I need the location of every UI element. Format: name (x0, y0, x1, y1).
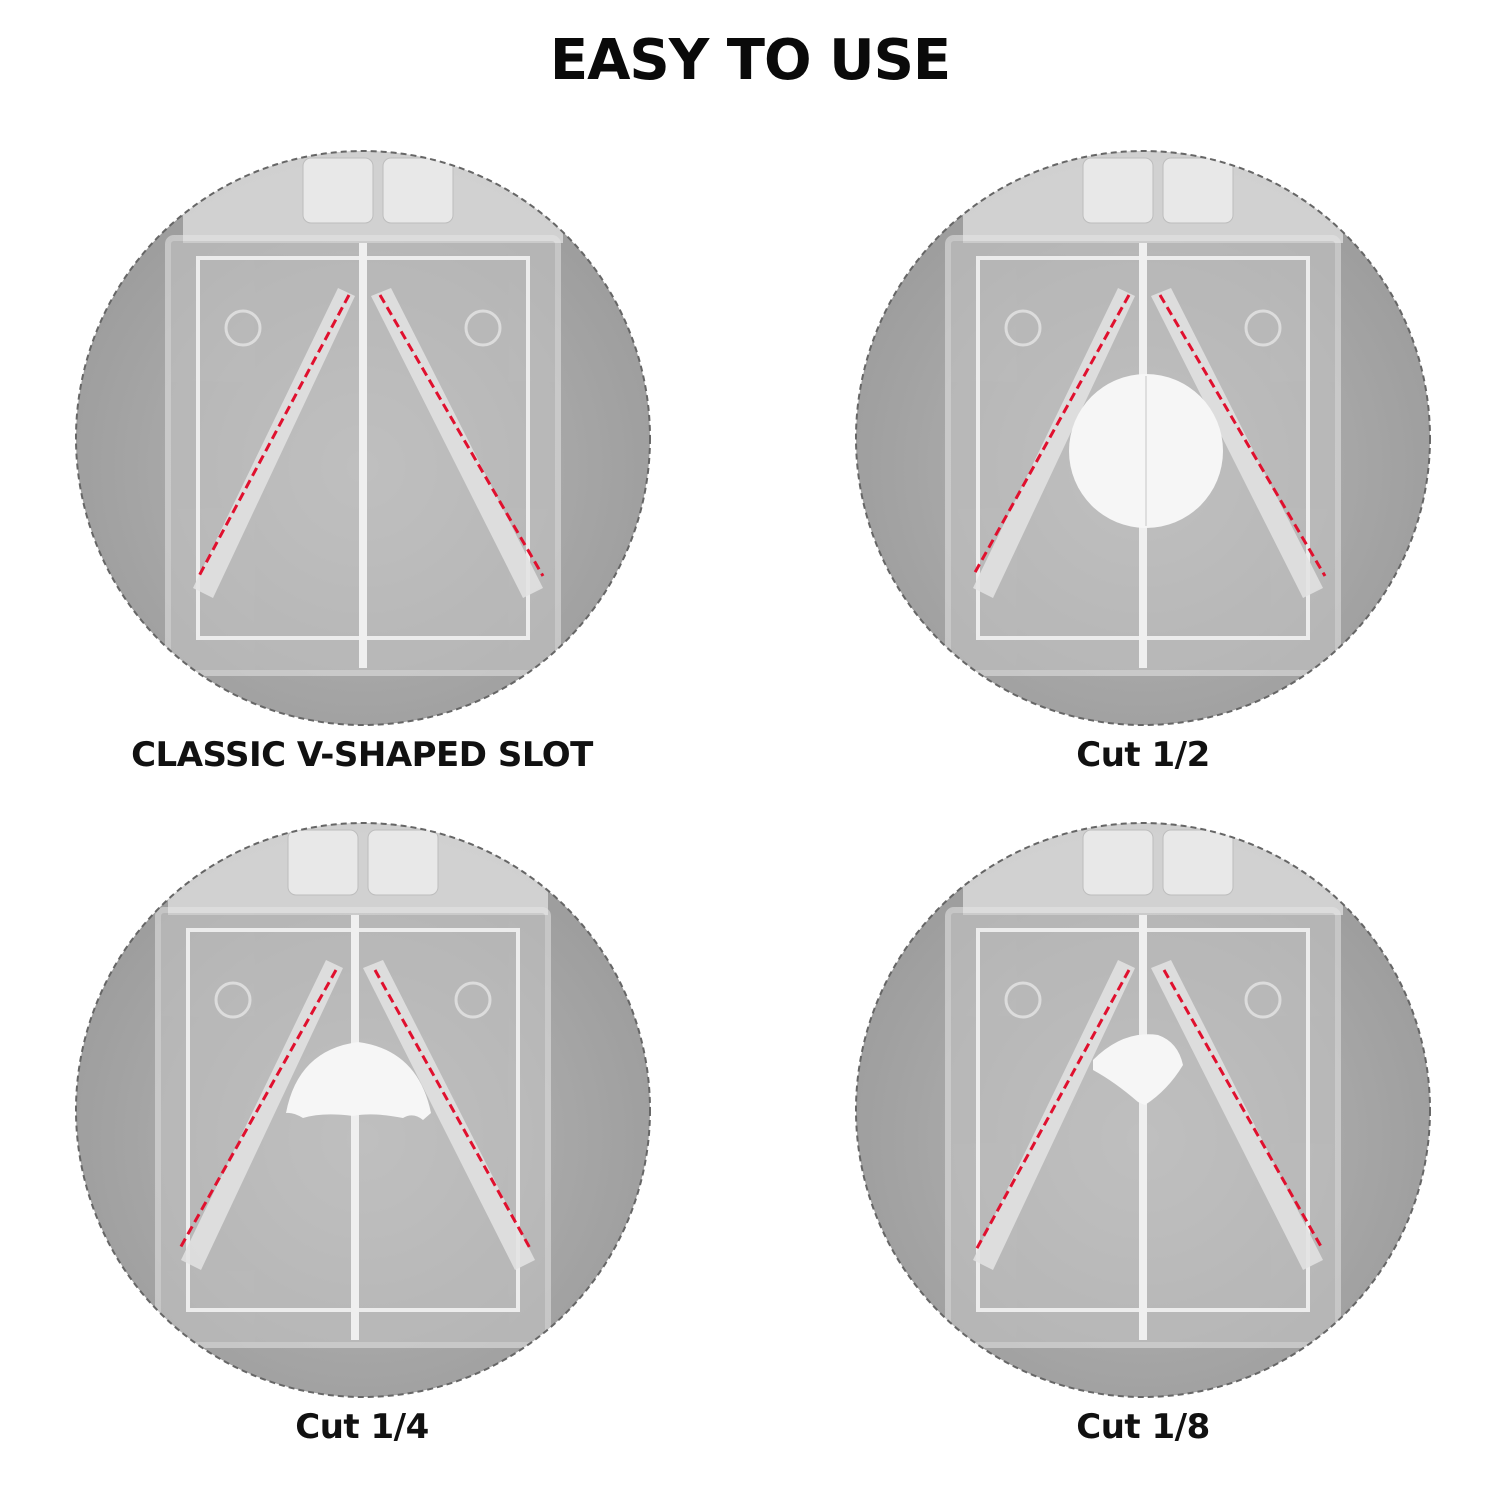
slicer-photo (75, 822, 651, 1398)
panel-cut-half (853, 148, 1433, 728)
panel-cut-eighth (853, 820, 1433, 1400)
caption-cut-half: Cut 1/2 (1076, 735, 1210, 775)
page-title: EASY TO USE (549, 28, 951, 93)
guide-line-right (378, 294, 545, 577)
quarter-pill (1093, 1034, 1183, 1105)
guide-line-left (197, 294, 351, 577)
slicer-photo (75, 150, 651, 726)
panel-border (75, 150, 651, 726)
caption-cut-eighth: Cut 1/8 (1076, 1407, 1210, 1447)
slicer-photo (855, 150, 1431, 726)
caption-cut-quarter: Cut 1/4 (295, 1407, 429, 1447)
panel-v-slot (73, 148, 653, 728)
caption-v-slot: CLASSIC V-SHAPED SLOT (131, 735, 593, 775)
panel-cut-quarter (73, 820, 653, 1400)
half-pill (286, 1042, 431, 1120)
slicer-photo (855, 822, 1431, 1398)
